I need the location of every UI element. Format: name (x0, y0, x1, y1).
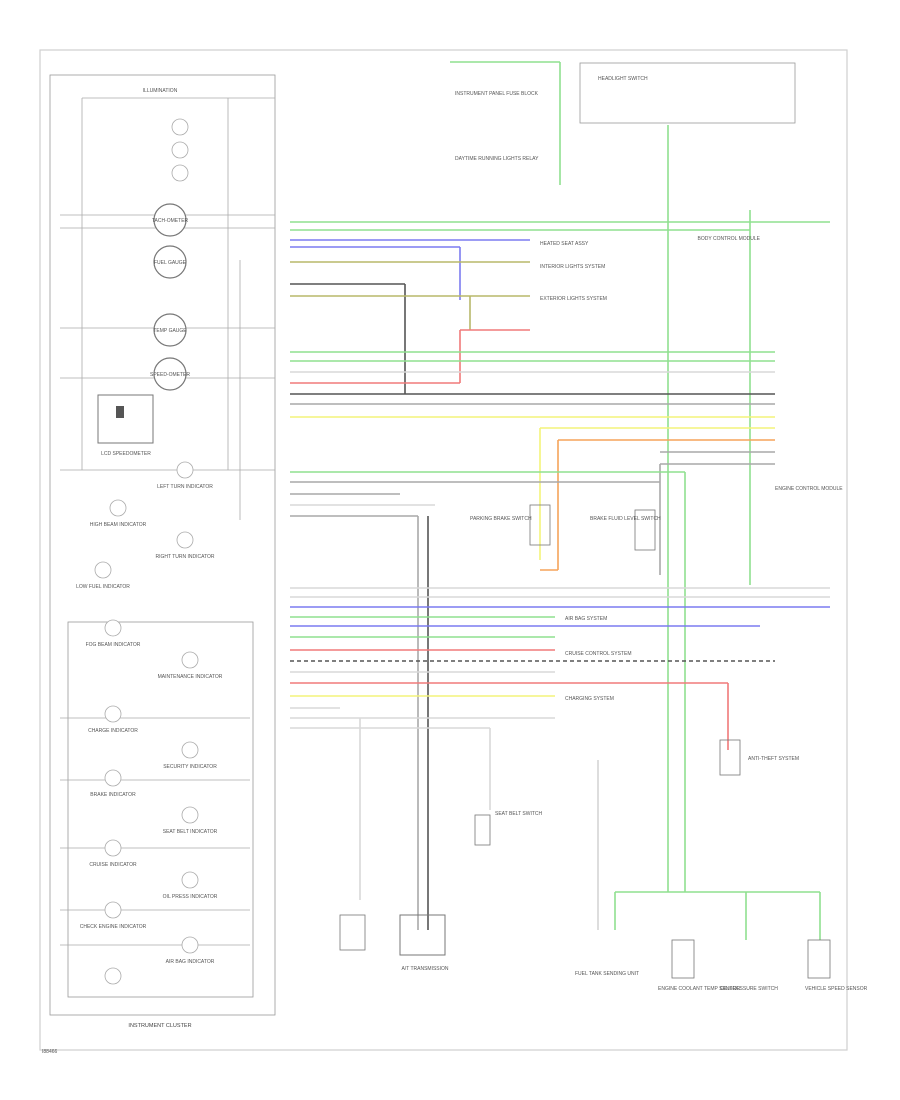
drl-relay-label: DAYTIME RUNNING LIGHTS RELAY (455, 156, 539, 162)
maintenance-indicator-label: MAINTENANCE INDICATOR (158, 674, 223, 680)
instrument-cluster: ILLUMINATION TACH-OMETER FUEL GAUGE TEMP… (49, 74, 276, 1029)
cruise-system-label: CRUISE CONTROL SYSTEM (565, 651, 632, 657)
gauge-label: SPEED-OMETER (150, 372, 190, 378)
air-bag-indicator-label: AIR BAG INDICATOR (166, 959, 215, 965)
fuel-sender-label: FUEL TANK SENDING UNIT (575, 971, 639, 977)
temp-gauge: TEMP GAUGE (153, 313, 187, 347)
air-bag-system-label: AIR BAG SYSTEM (565, 616, 607, 622)
figure-code: I88466 (42, 1049, 58, 1055)
seat-belt-indicator-label: SEAT BELT INDICATOR (163, 829, 218, 835)
tachometer-gauge: TACH-OMETER (152, 203, 189, 237)
instrument-cluster-title: INSTRUMENT CLUSTER (128, 1023, 191, 1029)
left-turn-indicator-label: LEFT TURN INDICATOR (157, 484, 213, 490)
components (339, 62, 831, 979)
brake-indicator-label: BRAKE INDICATOR (90, 792, 136, 798)
transmission-label: A/T TRANSMISSION (401, 966, 448, 972)
interior-lights-label: INTERIOR LIGHTS SYSTEM (540, 264, 605, 270)
right-turn-indicator-label: RIGHT TURN INDICATOR (155, 554, 214, 560)
high-beam-indicator-label: HIGH BEAM INDICATOR (90, 522, 147, 528)
gauge-label: TACH-OMETER (152, 218, 189, 224)
wiring-harness (290, 61, 830, 940)
cluster-outline (49, 74, 276, 1016)
exterior-lights-label: EXTERIOR LIGHTS SYSTEM (540, 296, 607, 302)
device-labels: INSTRUMENT PANEL FUSE BLOCK DAYTIME RUNN… (401, 76, 867, 992)
oil-press-indicator-label: OIL PRESS INDICATOR (163, 894, 218, 900)
charging-system-label: CHARGING SYSTEM (565, 696, 614, 702)
lcd-speedometer-label: LCD SPEEDOMETER (101, 451, 151, 457)
brake-fluid-switch-label: BRAKE FLUID LEVEL SWITCH (590, 516, 661, 522)
fog-beam-indicator-label: FOG BEAM INDICATOR (86, 642, 141, 648)
coolant-sensor-label: ENGINE COOLANT TEMP SENSOR (658, 986, 741, 992)
diagram-border (39, 49, 848, 1051)
vss-label: VEHICLE SPEED SENSOR (805, 986, 868, 992)
low-fuel-indicator-label: LOW FUEL INDICATOR (76, 584, 130, 590)
heated-seat-label: HEATED SEAT ASSY (540, 241, 589, 247)
gauge-label: FUEL GAUGE (154, 260, 187, 266)
cruise-indicator-label: CRUISE INDICATOR (89, 862, 137, 868)
parking-brake-switch-label: PARKING BRAKE SWITCH (470, 516, 532, 522)
speedometer-gauge: SPEED-OMETER (150, 357, 190, 391)
security-indicator-label: SECURITY INDICATOR (163, 764, 217, 770)
anti-theft-label: ANTI-THEFT SYSTEM (748, 756, 799, 762)
headlight-switch-label: HEADLIGHT SWITCH (598, 76, 648, 82)
seat-belt-switch-label: SEAT BELT SWITCH (495, 811, 543, 817)
oil-pressure-switch-label: OIL PRESSURE SWITCH (720, 986, 778, 992)
indicator-lamps (94, 461, 199, 985)
fuse-block-label: INSTRUMENT PANEL FUSE BLOCK (455, 91, 539, 97)
gauge-label: TEMP GAUGE (153, 328, 187, 334)
bcm-label: BODY CONTROL MODULE (697, 236, 760, 242)
check-engine-indicator-label: CHECK ENGINE INDICATOR (80, 924, 147, 930)
fuel-gauge: FUEL GAUGE (153, 245, 187, 279)
charge-indicator-label: CHARGE INDICATOR (88, 728, 138, 734)
cluster-illumination-label: ILLUMINATION (143, 88, 178, 94)
ecm-label: ENGINE CONTROL MODULE (775, 486, 843, 492)
